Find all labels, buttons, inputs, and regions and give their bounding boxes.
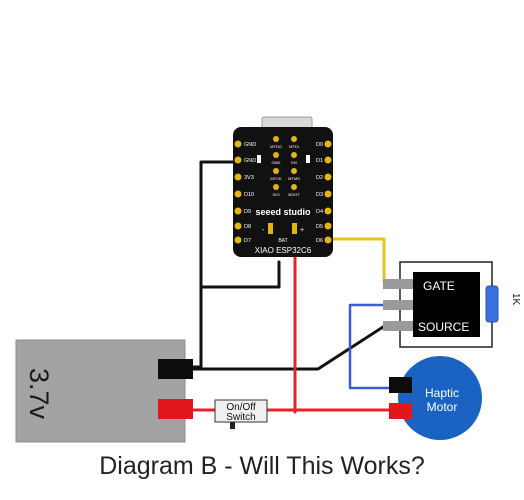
pad bbox=[273, 136, 279, 142]
pad bbox=[324, 207, 332, 215]
pad bbox=[291, 152, 297, 158]
led-right bbox=[306, 155, 310, 163]
wire-ground-branch bbox=[199, 260, 281, 289]
battery-negative-terminal bbox=[158, 359, 193, 379]
motor-positive-terminal bbox=[389, 403, 412, 419]
pin-label-left: D8 bbox=[244, 224, 251, 230]
pad bbox=[291, 184, 297, 190]
mosfet-body bbox=[413, 272, 480, 337]
led-left bbox=[257, 155, 261, 163]
model-label: XIAO ESP32C6 bbox=[255, 246, 312, 255]
pad bbox=[234, 207, 242, 215]
pin-label-right: D1 bbox=[316, 158, 323, 164]
pin-label-left: GND bbox=[244, 158, 256, 164]
pad bbox=[234, 236, 242, 244]
left-pad-column bbox=[234, 140, 242, 244]
pad bbox=[291, 168, 297, 174]
pin-label-right: D3 bbox=[316, 192, 323, 198]
motor-label-line1: Haptic bbox=[425, 386, 459, 400]
brand-label: seeed studio bbox=[255, 207, 311, 217]
pad bbox=[324, 173, 332, 181]
pad bbox=[234, 156, 242, 164]
pin-label-left: GND bbox=[244, 142, 256, 148]
on-off-switch: On/Off Switch bbox=[214, 399, 268, 429]
pad bbox=[273, 152, 279, 158]
wire-battery-negative-to-source bbox=[183, 325, 385, 371]
pad bbox=[324, 236, 332, 244]
pad bbox=[234, 190, 242, 198]
mosfet-leg-drain bbox=[383, 300, 415, 310]
pin-label-left: D10 bbox=[244, 192, 254, 198]
pad bbox=[234, 173, 242, 181]
pad bbox=[291, 136, 297, 142]
middle-pad-grid bbox=[273, 136, 297, 190]
pin-label-left: 3V3 bbox=[244, 175, 254, 181]
gate-label: GATE bbox=[423, 279, 455, 293]
pin-label-left: D7 bbox=[244, 238, 251, 244]
pad-label: EN bbox=[291, 160, 297, 165]
bat-label: BAT bbox=[278, 238, 287, 244]
wire-motor-drain bbox=[348, 303, 394, 390]
pad-label: BOOT bbox=[288, 192, 300, 197]
switch-label-line1: On/Off bbox=[226, 402, 255, 413]
haptic-motor: Haptic Motor bbox=[389, 356, 482, 440]
battery: 3.7v bbox=[15, 339, 193, 443]
wire-gate-signal bbox=[332, 237, 386, 284]
source-label: SOURCE bbox=[418, 320, 469, 334]
pad bbox=[324, 190, 332, 198]
resistor: 1K bbox=[485, 284, 521, 323]
mosfet-leg-source bbox=[383, 321, 415, 331]
pad bbox=[324, 140, 332, 148]
pad bbox=[273, 184, 279, 190]
mosfet: GATE SOURCE bbox=[383, 261, 493, 348]
motor-negative-terminal bbox=[389, 377, 412, 393]
switch-lever bbox=[230, 422, 235, 429]
wire-ground-board-to-battery bbox=[183, 160, 238, 369]
pad-label: MTMS bbox=[288, 176, 300, 181]
pin-label-right: D5 bbox=[316, 224, 323, 230]
pad bbox=[324, 156, 332, 164]
mosfet-leg-gate bbox=[383, 279, 415, 289]
switch-body bbox=[214, 399, 268, 423]
bat-minus-pad bbox=[268, 223, 273, 234]
pin-label-left: D9 bbox=[244, 209, 251, 215]
battery-label: 3.7v bbox=[24, 368, 54, 420]
xiao-board: GND GND 3V3 D10 D9 D8 D7 D0 D1 D2 D3 D4 … bbox=[233, 116, 333, 257]
pad bbox=[234, 140, 242, 148]
pin-label-right: D2 bbox=[316, 175, 323, 181]
right-pad-column bbox=[324, 140, 332, 244]
bat-plus-label: + bbox=[300, 227, 304, 234]
pad-label: MTDO bbox=[270, 144, 282, 149]
resistor-body bbox=[485, 285, 499, 323]
bat-plus-pad bbox=[292, 223, 297, 234]
battery-body bbox=[15, 339, 186, 443]
resistor-label: 1K bbox=[510, 293, 521, 306]
switch-label-line2: Switch bbox=[226, 412, 255, 423]
pad-label: 3V3 bbox=[272, 192, 280, 197]
pad-label: MTCK bbox=[270, 176, 282, 181]
pad bbox=[234, 222, 242, 230]
pin-label-right: D0 bbox=[316, 142, 323, 148]
pad-label: MTDI bbox=[289, 144, 299, 149]
battery-positive-terminal bbox=[158, 399, 193, 419]
diagram-caption: Diagram B - Will This Works? bbox=[99, 452, 425, 480]
motor-body bbox=[398, 356, 482, 440]
pin-label-right: D4 bbox=[316, 209, 323, 215]
pad bbox=[273, 168, 279, 174]
motor-label-line2: Motor bbox=[427, 400, 458, 414]
pin-label-right: D6 bbox=[316, 238, 323, 244]
pad bbox=[324, 222, 332, 230]
bat-minus-label: - bbox=[262, 227, 265, 234]
pad-label: GND bbox=[272, 160, 281, 165]
